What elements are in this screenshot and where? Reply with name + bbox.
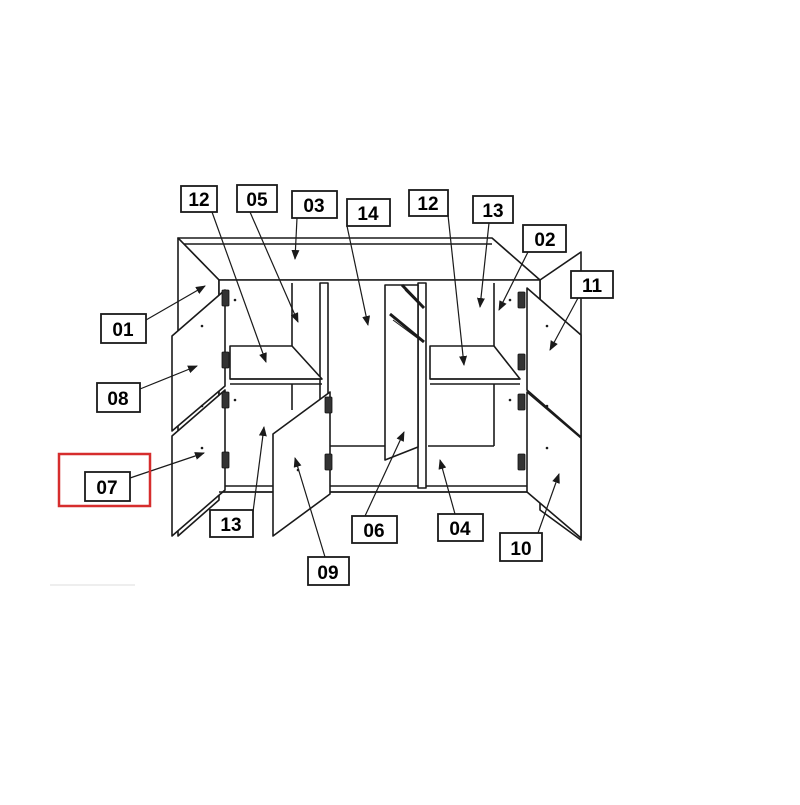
label-text: 08 (107, 389, 128, 410)
label-text: 05 (246, 190, 268, 211)
screw-holes (200, 298, 549, 472)
label-text: 10 (510, 539, 531, 560)
label-01: 01 (100, 313, 147, 344)
label-text: 13 (220, 515, 241, 536)
right-lower-door (526, 391, 582, 539)
label-text: 06 (363, 521, 384, 542)
label-text: 04 (449, 519, 471, 540)
label-text: 13 (482, 201, 503, 222)
label-text: 12 (188, 190, 209, 211)
label-11: 11 (570, 270, 614, 299)
drawer-slide-bottom (389, 312, 425, 344)
cabinet-drawing (171, 237, 582, 541)
left-upper-door (171, 289, 226, 432)
label-10: 10 (499, 532, 543, 562)
centre-door (272, 391, 331, 537)
highlight-box (57, 452, 152, 508)
label-04: 04 (437, 513, 484, 542)
label-03: 03 (291, 190, 338, 219)
part-labels: 12 05 03 14 12 13 02 11 (84, 184, 614, 586)
left-lower-door (171, 389, 226, 537)
label-07: 07 (84, 471, 131, 502)
right-divider (417, 282, 427, 489)
label-13-top: 13 (472, 195, 514, 224)
label-text: 07 (96, 478, 117, 499)
back-panel (218, 279, 541, 493)
centre-panel (384, 284, 419, 461)
label-text: 12 (417, 194, 438, 215)
label-13-bottom: 13 (209, 509, 254, 538)
label-text: 03 (303, 196, 324, 217)
drawer-slide-top (400, 283, 426, 310)
label-text: 01 (112, 320, 134, 341)
label-12-right: 12 (408, 189, 449, 217)
label-text: 14 (357, 204, 379, 225)
label-12-left: 12 (180, 185, 218, 213)
label-02: 02 (522, 224, 567, 253)
label-05: 05 (236, 184, 278, 213)
label-text: 11 (582, 276, 603, 297)
label-14: 14 (346, 198, 391, 227)
label-text: 09 (317, 563, 338, 584)
label-text: 02 (534, 230, 555, 251)
label-08: 08 (96, 382, 141, 413)
leader-arrows (129, 211, 579, 558)
hinges (221, 289, 526, 471)
label-09: 09 (307, 556, 350, 586)
label-06: 06 (351, 515, 398, 544)
